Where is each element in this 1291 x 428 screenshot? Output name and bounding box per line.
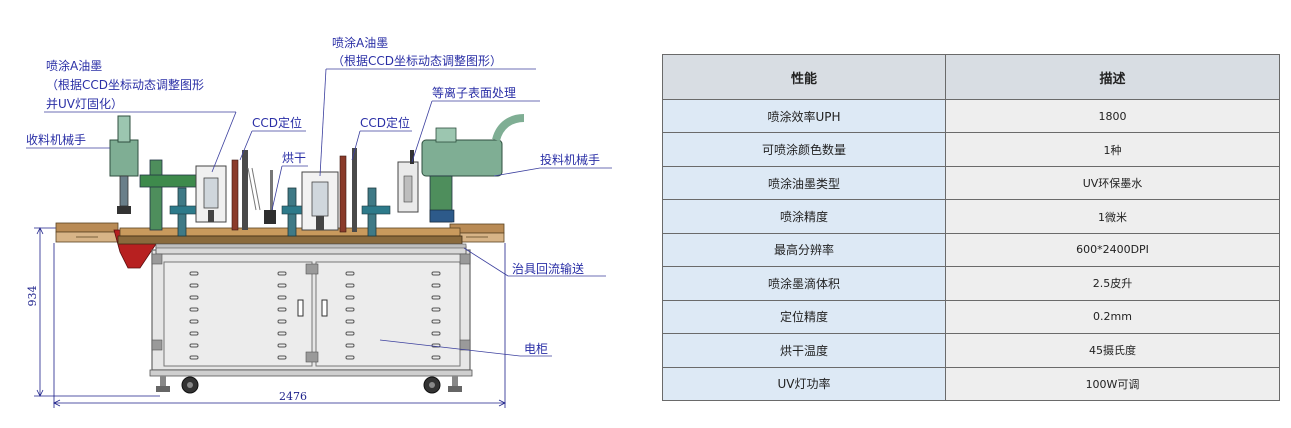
spec-key: 喷涂效率UPH: [662, 98, 946, 134]
spec-header-row: 性能 描述: [662, 54, 1280, 100]
spec-value: 45摄氏度: [945, 333, 1280, 368]
label-receive-robot: 收料机械手: [26, 132, 86, 147]
label-spray-a-left-2: （根据CCD坐标动态调整图形: [46, 77, 204, 92]
spec-key: 喷涂精度: [662, 199, 946, 234]
spec-key: 定位精度: [662, 299, 946, 335]
leader-lines: [26, 68, 612, 357]
spec-key: 喷涂油墨类型: [662, 165, 946, 201]
label-spray-a-left-3: 并UV灯固化）: [46, 97, 123, 111]
label-ccd-left: CCD定位: [252, 115, 302, 130]
label-spray-a-top-2: （根据CCD坐标动态调整图形）: [332, 53, 502, 68]
dimension-lines: [34, 227, 506, 408]
labels: 喷涂A油墨 （根据CCD坐标动态调整图形 并UV灯固化） 收料机械手 CCD定位…: [26, 35, 600, 356]
spec-value: 0.2mm: [945, 299, 1280, 335]
spec-value: 1微米: [945, 199, 1280, 234]
spec-header-description: 描述: [945, 54, 1280, 100]
spec-value: 2.5皮升: [945, 266, 1280, 301]
spec-value: UV环保墨水: [945, 165, 1280, 201]
spec-value: 600*2400DPI: [945, 232, 1280, 268]
electrical-cabinet: [149, 245, 473, 377]
label-fixture-conveyor: 治具回流输送: [512, 261, 584, 276]
width-dimension: 2476: [279, 390, 307, 403]
label-feed-robot: 投料机械手: [540, 152, 600, 167]
label-spray-a-left-1: 喷涂A油墨: [46, 58, 102, 73]
spec-key: 最高分辨率: [662, 232, 946, 268]
spec-value: 1种: [945, 132, 1280, 167]
label-ccd-right: CCD定位: [360, 115, 410, 130]
spec-key: 喷涂墨滴体积: [662, 266, 946, 301]
height-dimension: 934: [26, 286, 39, 307]
spec-header-property: 性能: [662, 54, 946, 100]
label-plasma: 等离子表面处理: [432, 85, 516, 100]
casters: [156, 376, 462, 394]
label-cabinet: 电柜: [524, 342, 548, 356]
spec-key: UV灯功率: [662, 366, 946, 401]
spec-value: 100W可调: [945, 366, 1280, 401]
label-spray-a-top-1: 喷涂A油墨: [332, 35, 388, 50]
stations: [109, 114, 525, 237]
spec-value: 1800: [945, 98, 1280, 134]
machine-drawing: 934 2476: [26, 35, 612, 408]
spec-key: 可喷涂颜色数量: [662, 132, 946, 167]
spec-key: 烘干温度: [662, 333, 946, 368]
label-dryer: 烘干: [282, 151, 306, 165]
